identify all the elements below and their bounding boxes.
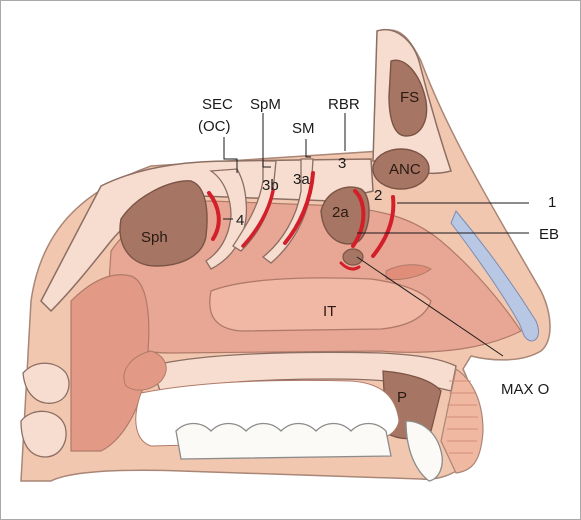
label-SEC: SEC [202,96,233,113]
upper-teeth [175,422,392,460]
pharynx [70,274,150,452]
leader-SM [305,139,311,158]
label-SM: SM [292,120,315,137]
label-num3a: 3a [293,171,310,188]
leader-lines [223,113,529,357]
agger-nasi-cell [372,148,430,190]
label-Sph: Sph [141,229,168,246]
label-num4: 4 [236,212,245,229]
inferior-turbinate [209,277,432,332]
label-num2: 2 [374,187,383,204]
label-num2a: 2a [332,204,349,221]
leader-MAXO [356,256,504,357]
ostium-marker-maxillary [339,261,361,271]
ethmoid-bulla [320,186,370,245]
sphenoid-sinus [119,180,208,267]
label-RBR: RBR [328,96,360,113]
ostium-marker-1 [371,195,396,258]
middle-meatus-fold [385,264,432,280]
ostium-marker-3a [283,171,315,245]
vertebra-lower [20,410,67,458]
nasal-cartilage [450,210,539,342]
ostium-marker-4 [207,191,221,241]
label-IT: IT [323,303,337,320]
upper-lip [440,368,484,474]
soft-palate [123,350,167,391]
incisor-tooth [405,420,443,482]
label-P: P [397,389,408,406]
leader-SEC [223,137,238,173]
vertebra-upper [22,362,70,404]
label-MAXO: MAX O [501,381,550,398]
label-OC: (OC) [198,118,231,135]
label-EB: EB [539,226,560,243]
label-num3: 3 [338,155,347,172]
leader-SpM [262,113,271,168]
label-SpM: SpM [250,96,281,113]
lip-striations [447,380,478,454]
ostium-marker-2a [351,189,366,248]
ostium-marker-3b [241,189,275,248]
maxillary-ostium [342,248,364,266]
label-num1: 1 [548,194,557,211]
label-num3b: 3b [262,177,279,194]
frontal-sinus [388,59,428,137]
label-FS: FS [400,89,420,106]
label-ANC: ANC [389,161,421,178]
